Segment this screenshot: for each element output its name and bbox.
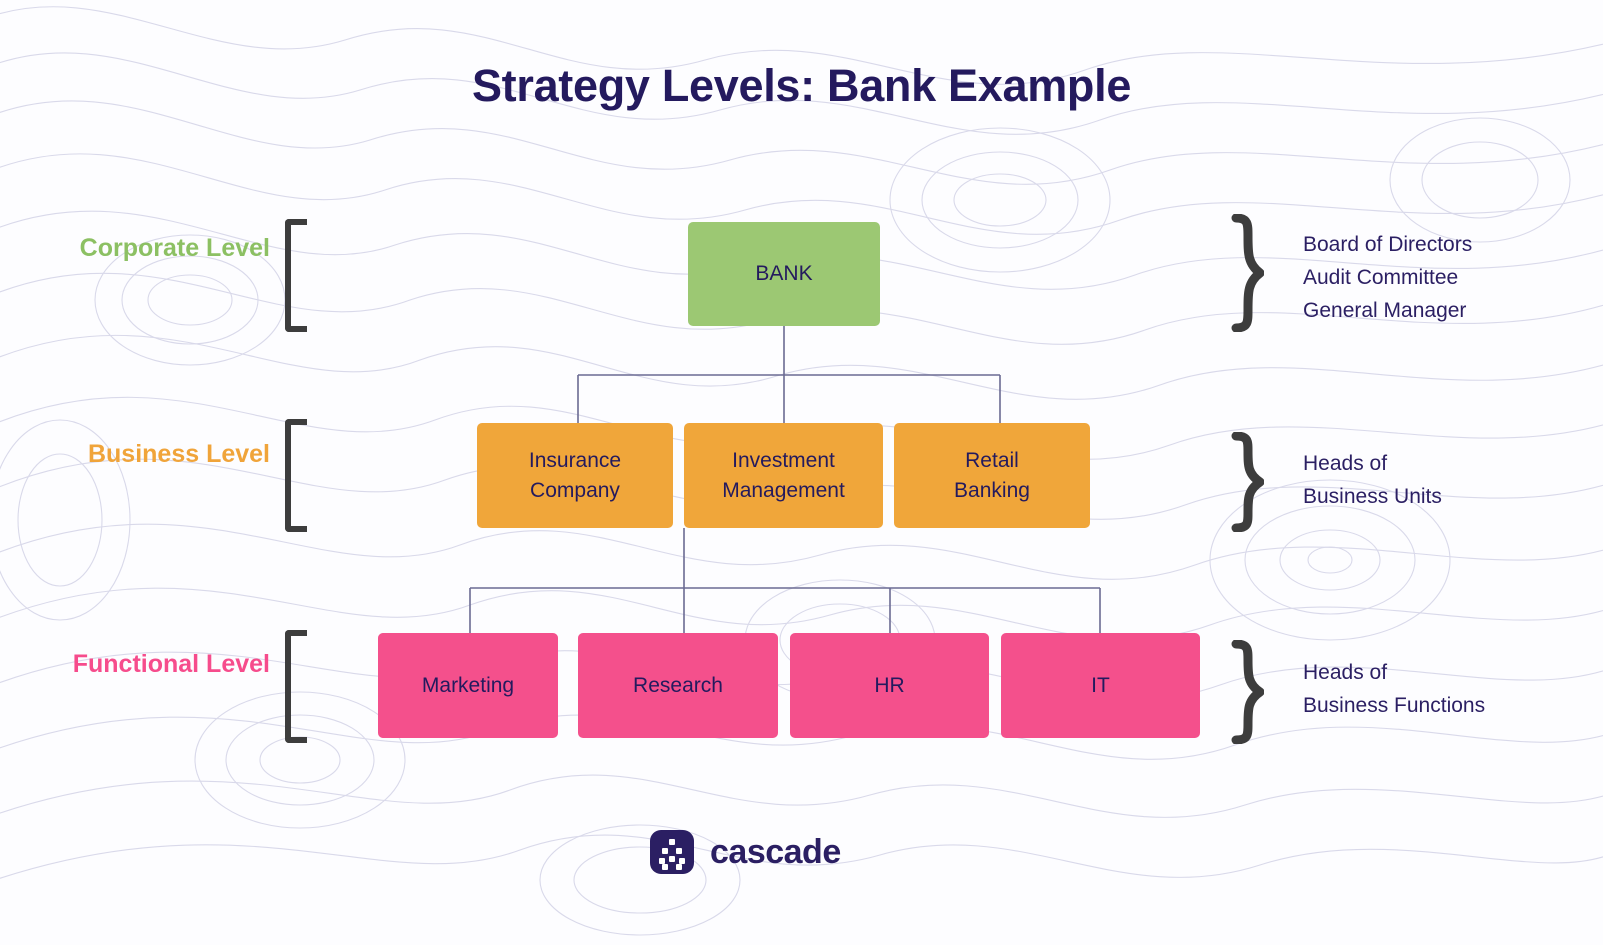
bracket-functional-icon <box>285 630 307 743</box>
brace-functional-icon <box>1228 640 1264 744</box>
node-retail-banking[interactable]: Retail Banking <box>894 423 1090 528</box>
bracket-business-icon <box>285 419 307 532</box>
brace-business-icon <box>1228 432 1264 532</box>
bracket-corporate-icon <box>285 219 307 332</box>
cascade-wordmark: cascade <box>710 832 841 871</box>
node-it[interactable]: IT <box>1001 633 1200 738</box>
level-label-business: Business Level <box>87 440 270 468</box>
cascade-logo: cascade <box>650 830 841 874</box>
node-insurance-company[interactable]: Insurance Company <box>477 423 673 528</box>
annotation-corporate: Board of Directors Audit Committee Gener… <box>1303 233 1473 322</box>
node-marketing[interactable]: Marketing <box>378 633 558 738</box>
level-label-functional: Functional Level <box>72 650 270 678</box>
annotation-business: Heads of Business Units <box>1303 452 1442 508</box>
annotation-functional: Heads of Business Functions <box>1303 661 1486 717</box>
brace-corporate-icon <box>1228 214 1264 332</box>
level-label-corporate: Corporate Level <box>79 234 270 262</box>
node-bank[interactable]: BANK <box>688 222 880 326</box>
node-research[interactable]: Research <box>578 633 778 738</box>
cascade-mark-icon <box>650 830 694 874</box>
node-investment-management[interactable]: Investment Management <box>684 423 883 528</box>
page-title: Strategy Levels: Bank Example <box>471 60 1132 111</box>
node-hr[interactable]: HR <box>790 633 989 738</box>
